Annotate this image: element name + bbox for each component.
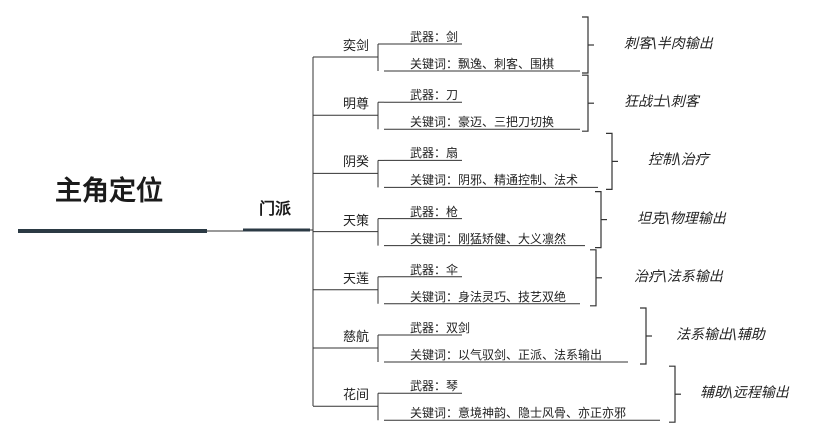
role-label: 辅助\远程输出 <box>700 385 789 402</box>
summary-bracket <box>640 307 647 365</box>
weapon-leaf: 武器：双剑 <box>410 321 471 335</box>
summary-bracket <box>595 191 602 249</box>
summary-bracket <box>582 74 589 132</box>
weapon-leaf: 武器：扇 <box>410 146 459 161</box>
keyword-leaf: 关键词：身法灵巧、技艺双绝 <box>410 289 567 304</box>
summary-bracket <box>606 132 613 190</box>
summary-bracket <box>669 365 676 423</box>
weapon-leaf: 武器：刀 <box>410 88 459 103</box>
keyword-leaf: 关键词：豪迈、三把刀切换 <box>410 115 555 130</box>
sect-name: 慈航 <box>343 330 370 345</box>
keyword-leaf: 关键词：以气驭剑、正派、法系输出 <box>410 348 603 362</box>
sect-name: 奕剑 <box>343 39 370 54</box>
keyword-leaf: 关键词：飘逸、刺客、围棋 <box>410 57 555 71</box>
sect-name: 天策 <box>343 213 370 229</box>
sect-name: 明尊 <box>343 97 370 113</box>
role-label: 刺客\半肉输出 <box>624 36 713 52</box>
keyword-leaf: 关键词：意境神韵、隐士风骨、亦正亦邪 <box>410 406 627 421</box>
sect-name: 花间 <box>343 388 370 404</box>
weapon-leaf: 武器：剑 <box>410 30 459 44</box>
branch-node-title: 门派 <box>259 199 292 218</box>
keyword-leaf: 关键词：刚猛矫健、大义凛然 <box>410 231 567 246</box>
role-label: 控制\治疗 <box>648 152 709 169</box>
role-label: 坦克\物理输出 <box>637 210 726 227</box>
weapon-leaf: 武器：枪 <box>410 204 459 219</box>
root-node-title: 主角定位 <box>55 176 163 207</box>
role-label: 狂战士\刺客 <box>624 94 699 111</box>
role-label: 治疗\法系输出 <box>634 268 723 285</box>
summary-bracket <box>590 249 597 307</box>
role-label: 法系输出\辅助 <box>676 327 765 343</box>
weapon-leaf: 武器：伞 <box>410 262 459 277</box>
summary-bracket <box>582 16 589 74</box>
sect-name: 天莲 <box>343 271 370 287</box>
weapon-leaf: 武器：琴 <box>410 379 459 394</box>
sect-name: 阴癸 <box>343 155 370 171</box>
keyword-leaf: 关键词：阴邪、精通控制、法术 <box>410 173 579 188</box>
